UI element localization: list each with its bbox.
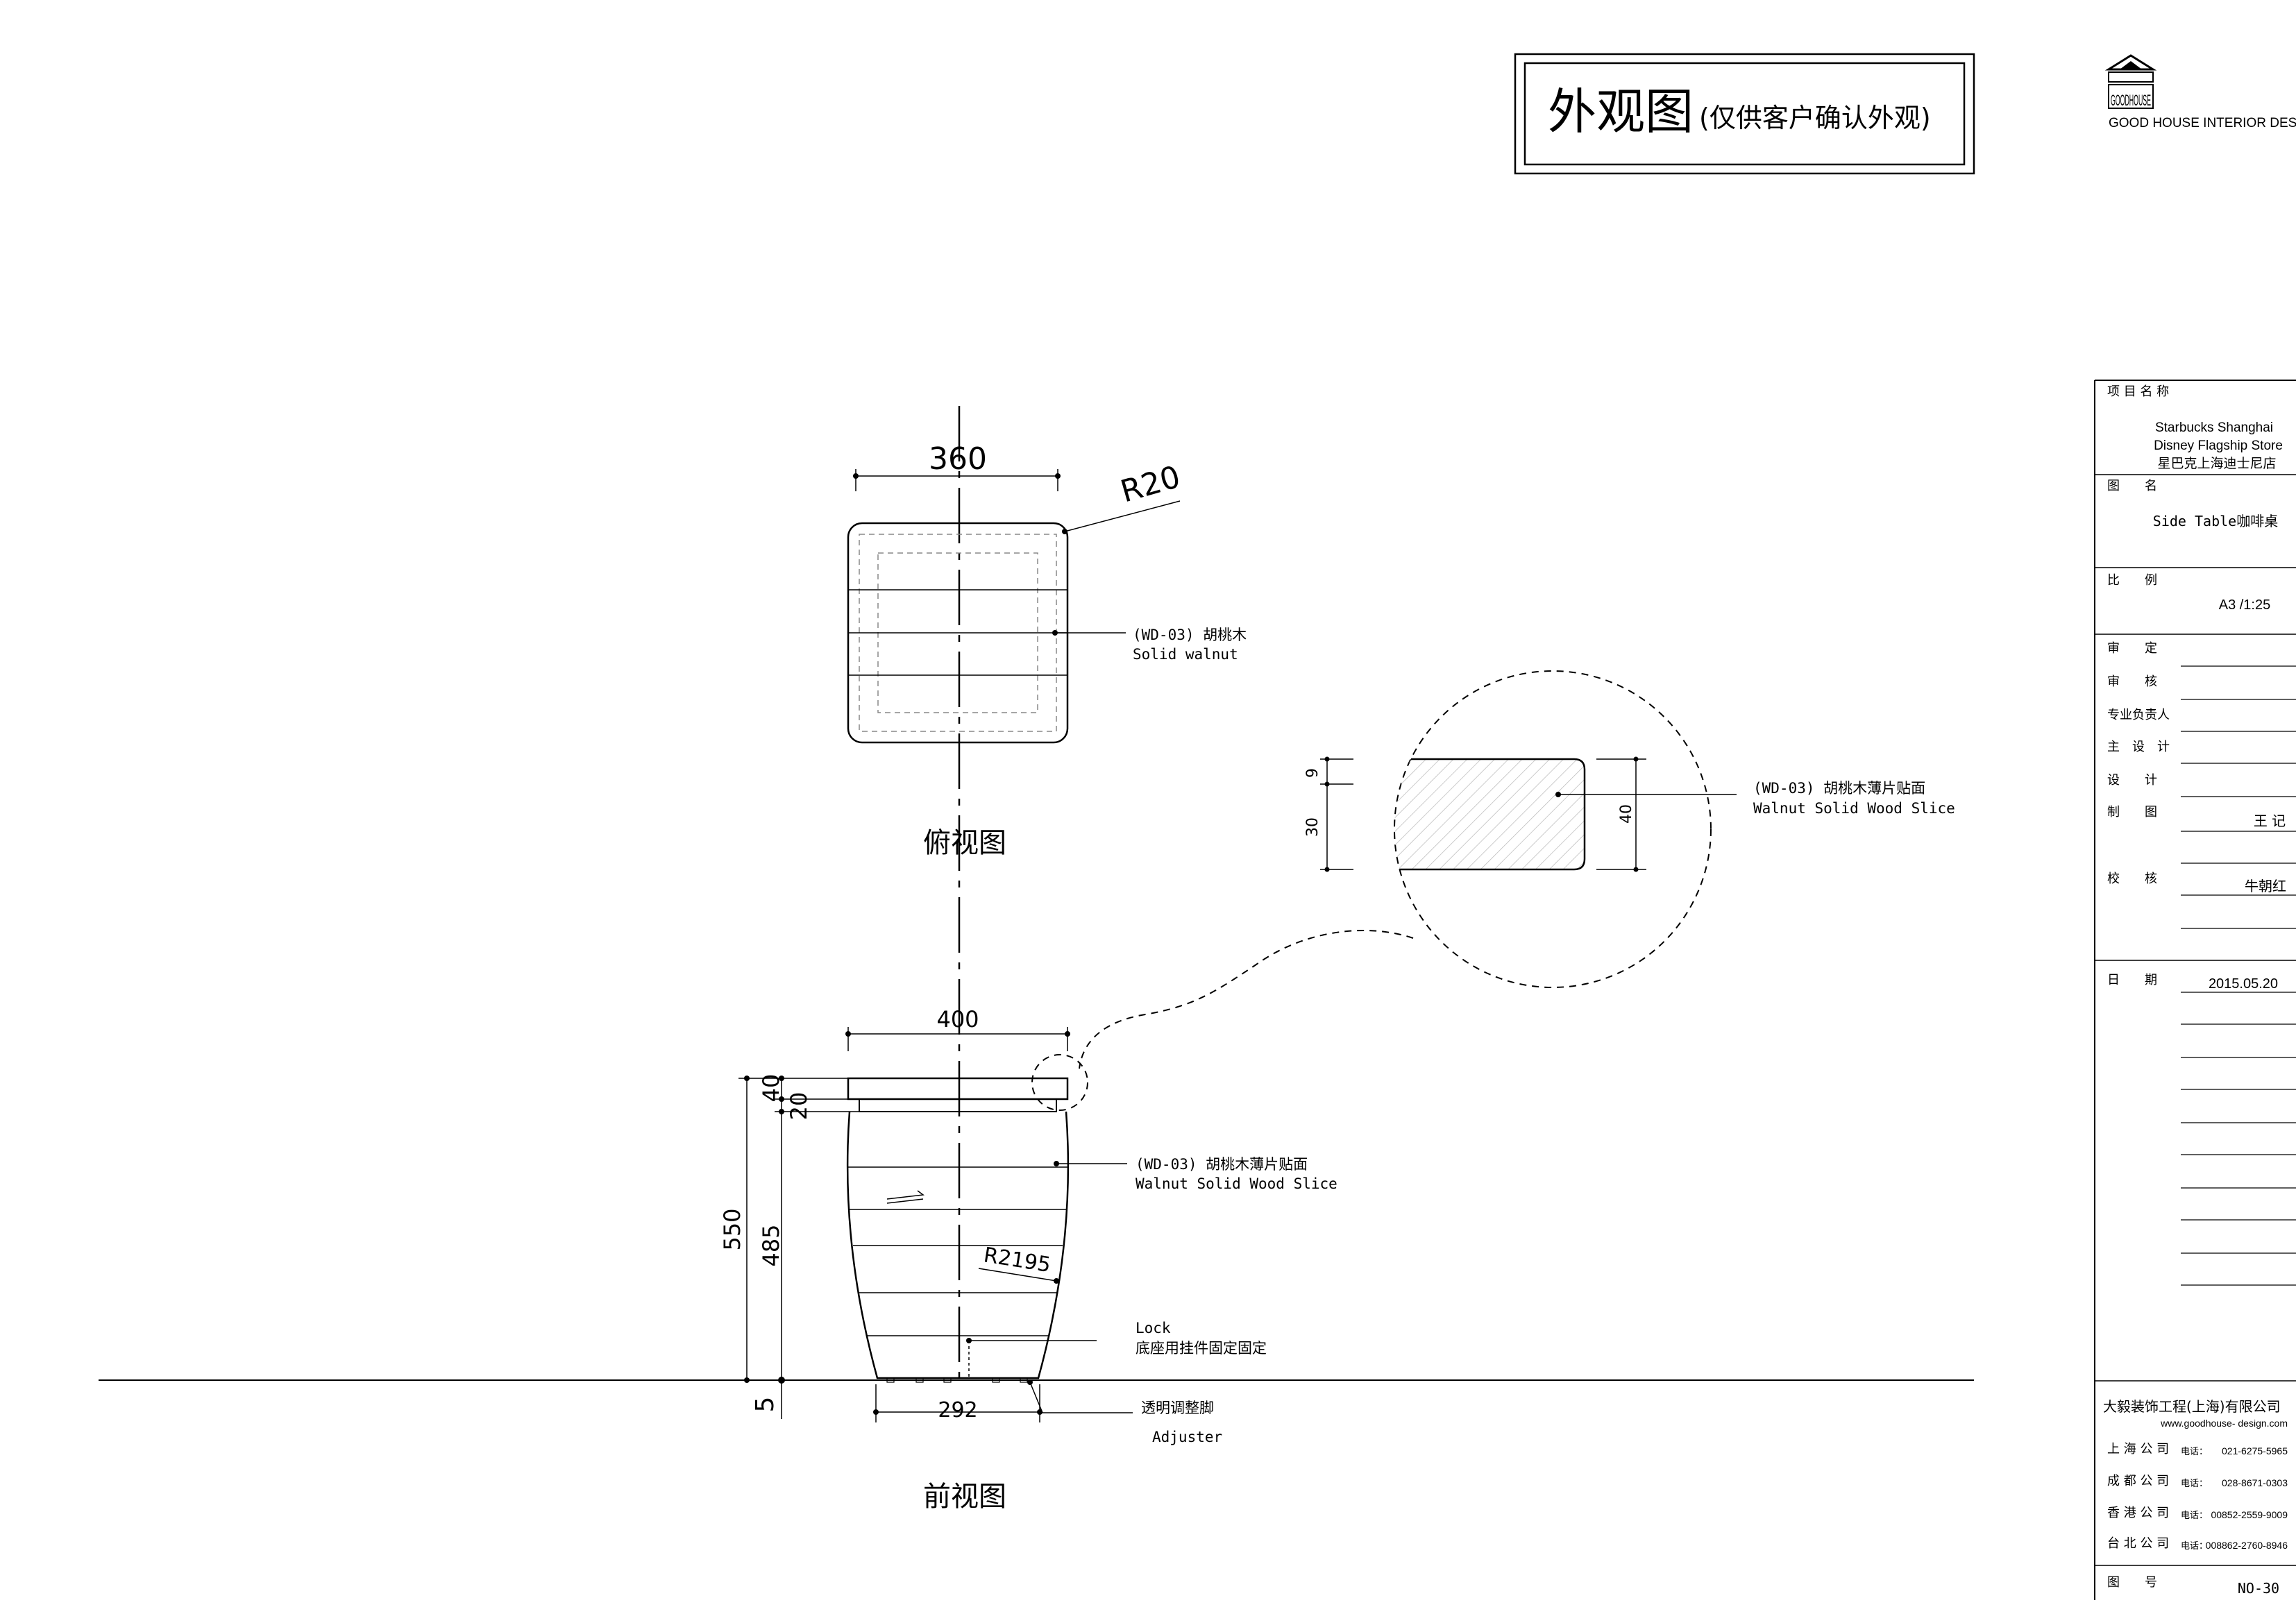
title-block: 项 目 名 称 Starbucks Shanghai Disney Flagsh… <box>2094 380 2296 1600</box>
tb-office-2: 香 港 公 司 电话： 00852-2559-9009 <box>2107 1506 2288 1521</box>
detail-dim-side: 30 <box>1304 817 1322 837</box>
detail-dim-thickness: 40 <box>1618 804 1635 824</box>
tb-design-label: 设 计 <box>2107 773 2157 788</box>
svg-text:00852-2559-9009: 00852-2559-9009 <box>2211 1509 2288 1520</box>
tb-chief-label: 主 设 计 <box>2107 740 2170 754</box>
svg-text:香 港 公 司: 香 港 公 司 <box>2107 1506 2169 1520</box>
top-dim-width: 360 <box>929 441 987 477</box>
front-dim-radius: R2195 <box>982 1243 1052 1277</box>
title-box: 外观图 (仅供客户确认外观) <box>1514 53 1975 175</box>
top-view: 360 R20 (WD-03) 胡桃木 Solid walnut 俯视图 <box>847 441 1247 859</box>
front-dim-body-h: 485 <box>758 1224 784 1266</box>
tb-office-1: 成 都 公 司 电话： 028-8671-0303 <box>2107 1474 2288 1489</box>
tb-number-label: 图 号 <box>2107 1575 2157 1590</box>
tb-drawing-label: 图 名 <box>2107 479 2157 493</box>
tb-date-value: 2015.05.20 <box>2209 976 2278 992</box>
tb-office-0: 上 海 公 司 电话： 021-6275-5965 <box>2107 1442 2288 1457</box>
adjuster-label-en: Adjuster <box>1152 1429 1222 1445</box>
front-callout-en: Walnut Solid Wood Slice <box>1136 1175 1337 1192</box>
front-dim-base: 5 <box>751 1397 779 1413</box>
adjuster-label-cn: 透明调整脚 <box>1141 1400 1214 1416</box>
tb-lead-label: 专业负责人 <box>2107 708 2170 722</box>
tb-scale-label: 比 例 <box>2107 573 2157 588</box>
svg-text:021-6275-5965: 021-6275-5965 <box>2222 1445 2288 1456</box>
tb-check-value: 牛朝红 <box>2245 878 2286 894</box>
title-main: 外观图 <box>1548 83 1694 140</box>
tb-review-label: 审 核 <box>2107 674 2157 689</box>
tb-draft-value: 王 记 <box>2254 813 2286 829</box>
front-callout-code: (WD-03) 胡桃木薄片贴面 <box>1136 1156 1308 1173</box>
svg-text:008862-2760-8946: 008862-2760-8946 <box>2206 1540 2288 1551</box>
tb-office-3: 台 北 公 司 电话： 008862-2760-8946 <box>2107 1536 2288 1552</box>
house-icon: GOODHOUSE <box>2104 54 2157 109</box>
detail-callout-code: (WD-03) 胡桃木薄片贴面 <box>1753 780 1925 797</box>
adjuster-feet <box>886 1377 1028 1383</box>
front-dim-bottom-width: 292 <box>938 1398 977 1422</box>
tb-approve-label: 审 定 <box>2107 641 2157 656</box>
detail-callout-en: Walnut Solid Wood Slice <box>1753 800 1955 817</box>
front-dim-total-h: 550 <box>719 1208 745 1250</box>
svg-text:成 都 公 司: 成 都 公 司 <box>2107 1474 2169 1488</box>
svg-text:台 北 公 司: 台 北 公 司 <box>2107 1536 2169 1551</box>
tb-drawing-name: Side Table咖啡桌 <box>2153 513 2278 529</box>
tb-project-label: 项 目 名 称 <box>2107 384 2169 399</box>
svg-text:028-8671-0303: 028-8671-0303 <box>2222 1477 2288 1488</box>
tb-draft-label: 制 图 <box>2107 805 2157 819</box>
front-body <box>846 1111 1070 1379</box>
logo-caption: GOOD HOUSE INTERIOR DESIGN <box>2109 116 2296 130</box>
title-sub: (仅供客户确认外观) <box>1699 103 1931 133</box>
detail-bubble: 9 30 40 (WD-03) 胡桃木薄片贴面 Walnut Solid Woo… <box>1031 670 1955 1111</box>
svg-text:电话：: 电话： <box>2181 1447 2208 1457</box>
tb-project-en-2: Disney Flagship Store <box>2154 439 2283 453</box>
front-dim-top-width: 400 <box>936 1006 979 1033</box>
tb-company: 大毅装饰工程(上海)有限公司 <box>2103 1398 2281 1415</box>
front-view: 400 550 40 20 485 5 R2195 292 (WD-03) 胡桃… <box>719 1006 1337 1513</box>
tb-check-label: 校 核 <box>2107 872 2157 886</box>
top-callout-code: (WD-03) 胡桃木 <box>1133 627 1247 643</box>
tb-project-cn: 星巴克上海迪士尼店 <box>2157 456 2276 471</box>
tb-scale-value: A3 /1:25 <box>2219 597 2271 613</box>
svg-text:电话：: 电话： <box>2181 1511 2208 1521</box>
front-view-label: 前视图 <box>923 1481 1006 1513</box>
lock-label-cn: 底座用挂件固定固定 <box>1136 1340 1267 1357</box>
top-callout-en: Solid walnut <box>1133 646 1238 663</box>
detail-dim-top: 9 <box>1304 768 1322 778</box>
tb-website: www.goodhouse- design.com <box>2160 1418 2288 1429</box>
lock-label-en: Lock <box>1136 1320 1171 1336</box>
front-top-slab <box>847 1077 1069 1101</box>
logo-mark-text: GOODHOUSE <box>2111 92 2151 109</box>
top-view-label: 俯视图 <box>923 827 1006 859</box>
svg-text:电话：: 电话： <box>2181 1541 2208 1552</box>
front-dim-top-thick: 40 <box>758 1074 784 1103</box>
logo: GOODHOUSE GOOD HOUSE INTERIOR DESIGN <box>2104 54 2296 130</box>
front-dim-gap: 20 <box>786 1092 812 1121</box>
svg-text:电话：: 电话： <box>2181 1479 2208 1489</box>
tb-date-label: 日 期 <box>2107 973 2157 987</box>
tb-number-value: NO-30 <box>2238 1580 2279 1597</box>
tb-project-en-1: Starbucks Shanghai <box>2155 420 2273 435</box>
svg-text:上 海 公 司: 上 海 公 司 <box>2107 1442 2169 1456</box>
